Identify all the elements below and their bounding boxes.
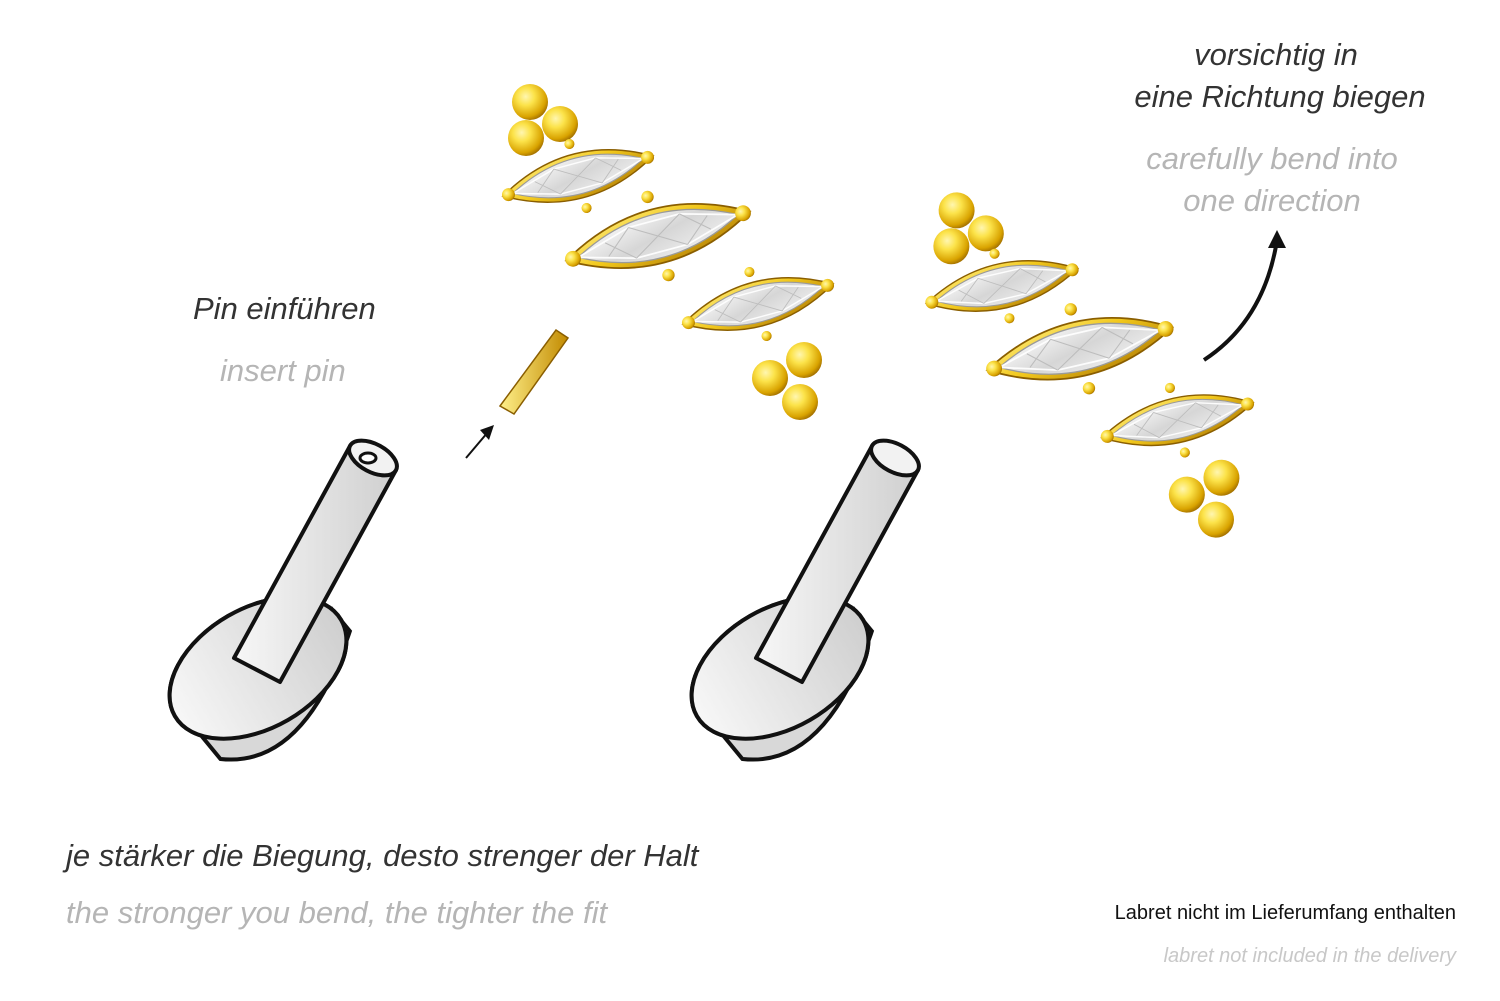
small-arrow-icon [465, 425, 494, 459]
bend-label-en-1: carefully bend into [1146, 141, 1398, 176]
labret-left [142, 431, 405, 779]
curved-arrow-icon [1202, 230, 1286, 362]
labret-note-en: labret not included in the delivery [1163, 945, 1456, 967]
fit-label-en: the stronger you bend, the tighter the f… [66, 895, 608, 930]
fit-label-de: je stärker die Biegung, desto strenger d… [66, 838, 699, 873]
gold-pin-left [498, 328, 570, 415]
bend-label-de-1: vorsichtig in [1194, 37, 1358, 72]
insert-label-en: insert pin [220, 353, 346, 388]
labret-right [664, 431, 927, 779]
insert-label-de: Pin einführen [193, 291, 376, 326]
bend-label-de-2: eine Richtung biegen [1134, 79, 1426, 114]
bend-label-en-2: one direction [1183, 183, 1361, 218]
jewel-top-right [908, 191, 1271, 539]
labret-note-de: Labret nicht im Lieferumfang enthalten [1114, 902, 1456, 924]
